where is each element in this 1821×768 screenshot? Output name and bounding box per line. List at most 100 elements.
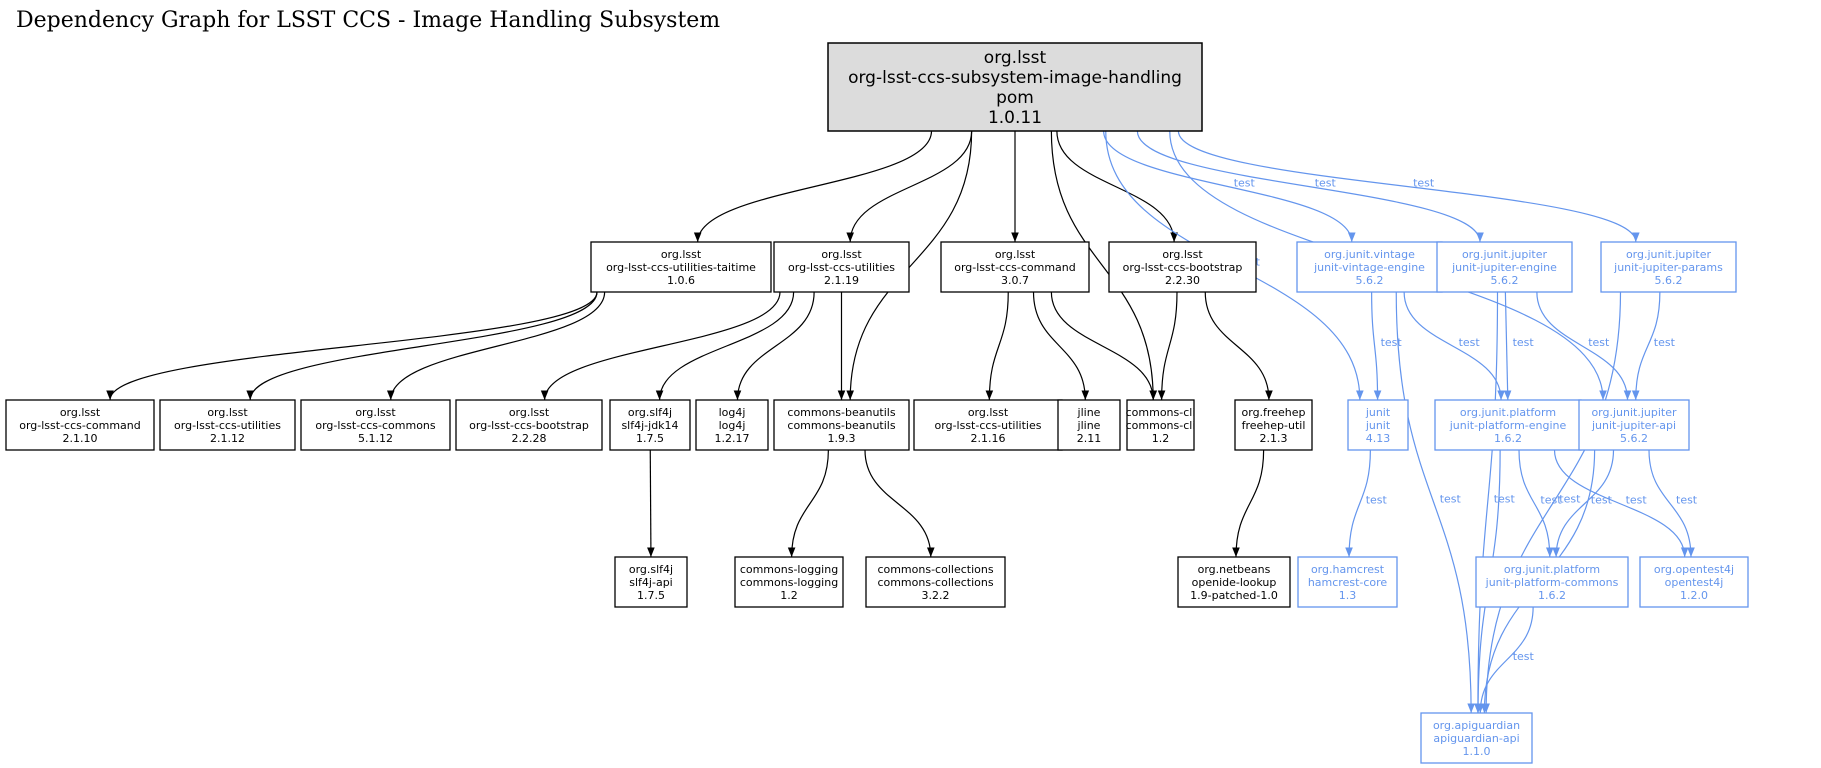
- node-label-line: freehep-util: [1242, 419, 1306, 432]
- edge-jupparams-to-apiguardian: [1482, 291, 1622, 714]
- node-jupengine: org.junit.jupiterjunit-jupiter-engine5.6…: [1436, 241, 1573, 293]
- edge-bootstrap2230-to-freehep: [1204, 291, 1273, 401]
- node-label-line: junit-platform-commons: [1485, 576, 1619, 589]
- node-label-line: junit-jupiter-params: [1613, 261, 1723, 274]
- node-label-line: 2.1.10: [63, 432, 98, 445]
- node-label-line: log4j: [719, 406, 746, 419]
- node-box: [1436, 241, 1573, 293]
- edge-label-test: test: [1366, 494, 1388, 507]
- edge-root-to-taitime: [693, 130, 933, 243]
- node-label-line: 1.7.5: [637, 589, 665, 602]
- edge-label-test: test: [1234, 177, 1256, 190]
- node-box: [1639, 556, 1749, 608]
- node-label-line: org-lsst-ccs-command: [954, 261, 1076, 274]
- node-root: org.lsstorg-lsst-ccs-subsystem-image-han…: [827, 42, 1203, 132]
- node-label-line: 2.1.12: [210, 432, 245, 445]
- node-box: [734, 556, 844, 608]
- node-label-line: org-lsst-ccs-utilities: [935, 419, 1042, 432]
- node-label-line: commons-collections: [877, 563, 993, 576]
- edge-jupapi-to-platcommons: [1552, 449, 1615, 558]
- edge-root-to-jupengine: [1136, 130, 1484, 243]
- node-label-line: 2.1.16: [971, 432, 1006, 445]
- node-label-line: jline: [1077, 419, 1101, 432]
- node-label-line: 5.1.12: [358, 432, 393, 445]
- node-label-line: org-lsst-ccs-utilities: [788, 261, 895, 274]
- node-box: [1434, 399, 1582, 451]
- node-label-line: junit-jupiter-api: [1591, 419, 1676, 432]
- node-box: [773, 241, 910, 293]
- node-label-line: junit: [1365, 406, 1391, 419]
- node-label-line: commons-cli: [1126, 406, 1196, 419]
- edge-bootstrap2230-to-cli: [1157, 291, 1178, 401]
- edge-slf4jjdk-to-slf4japi: [647, 449, 655, 558]
- node-label-line: org.freehep: [1242, 406, 1306, 419]
- node-box: [1177, 556, 1291, 608]
- node-label-line: jline: [1077, 406, 1101, 419]
- edge-jupparams-to-jupapi: [1631, 291, 1661, 401]
- edge-label-test: test: [1413, 177, 1435, 190]
- edge-root-to-bootstrap2230: [1056, 130, 1178, 243]
- node-box: [1578, 399, 1690, 451]
- node-label-line: org-lsst-ccs-bootstrap: [1123, 261, 1243, 274]
- edge-beanutils-to-logging: [787, 449, 829, 558]
- edge-label-test: test: [1540, 494, 1562, 507]
- node-label-line: 1.0.6: [667, 274, 695, 287]
- node-label-line: 1.6.2: [1494, 432, 1522, 445]
- node-label-line: 1.3: [1339, 589, 1357, 602]
- node-label-line: org.junit.jupiter: [1626, 248, 1712, 261]
- edge-command307-to-cli: [1050, 291, 1158, 401]
- node-label-line: commons-logging: [740, 576, 838, 589]
- edge-command307-to-util2116: [985, 291, 1009, 401]
- node-label-line: org-lsst-ccs-utilities-taitime: [606, 261, 756, 274]
- edge-label-test: test: [1588, 336, 1610, 349]
- node-label-line: 2.11: [1077, 432, 1102, 445]
- node-netbeans: org.netbeansopenide-lookup1.9-patched-1.…: [1177, 556, 1291, 608]
- edge-jupengine-to-platengine: [1503, 291, 1512, 401]
- node-label-line: 3.2.2: [922, 589, 950, 602]
- node-label-line: 2.2.28: [512, 432, 547, 445]
- edge-vintage-to-apiguardian: [1395, 291, 1475, 714]
- node-label-line: 5.6.2: [1620, 432, 1648, 445]
- edge-root-to-cli: [1050, 130, 1158, 401]
- node-label-line: slf4j-jdk14: [621, 419, 678, 432]
- node-label-line: org.lsst: [1162, 248, 1203, 261]
- node-label-line: 1.7.5: [636, 432, 664, 445]
- node-platengine: org.junit.platformjunit-platform-engine1…: [1434, 399, 1582, 451]
- node-label-line: org.lsst: [821, 248, 862, 261]
- edge-taitime-to-util2112: [246, 291, 598, 401]
- node-label-line: org.apiguardian: [1433, 719, 1520, 732]
- node-box: [1420, 712, 1533, 764]
- node-label-line: log4j: [719, 419, 746, 432]
- node-box: [590, 241, 772, 293]
- node-label-line: junit: [1365, 419, 1391, 432]
- node-box: [455, 399, 603, 451]
- node-label-line: org.lsst: [968, 406, 1009, 419]
- edge-label-test: test: [1591, 494, 1613, 507]
- edge-vintage-to-platengine: [1403, 291, 1505, 401]
- edge-platengine-to-opentest4j: [1553, 449, 1689, 558]
- edge-label-test: test: [1513, 650, 1535, 663]
- node-label-line: junit-vintage-engine: [1313, 261, 1425, 274]
- node-label-line: slf4j-api: [629, 576, 672, 589]
- edge-label-test: test: [1654, 336, 1676, 349]
- node-box: [1057, 399, 1121, 451]
- node-box: [1347, 399, 1409, 451]
- node-label-line: org.opentest4j: [1654, 563, 1734, 576]
- node-label-line: org.lsst: [509, 406, 550, 419]
- node-label-line: org.netbeans: [1198, 563, 1271, 576]
- node-label-line: org.junit.platform: [1504, 563, 1600, 576]
- edge-util2119-to-slf4jjdk: [655, 291, 795, 401]
